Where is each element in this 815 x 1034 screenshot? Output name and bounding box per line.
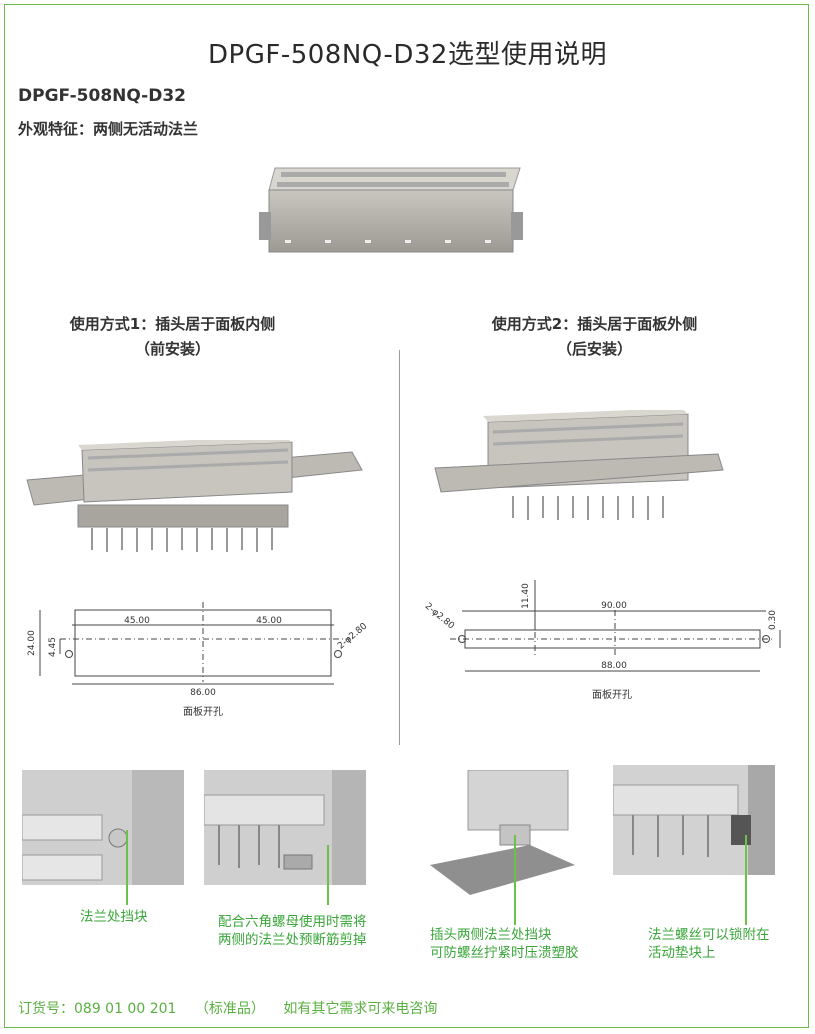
feature-text: 外观特征：两侧无活动法兰: [18, 120, 199, 138]
dim-top: 90.00: [601, 601, 627, 611]
connector-top-image: [259, 167, 523, 253]
arrow-3: [514, 835, 516, 925]
usage-2-label: 使用方式2：插头居于面板外侧 （后安装）: [491, 315, 698, 358]
model-number: DPGF-508NQ-D32: [18, 86, 186, 106]
dim-offset: 0.30: [768, 610, 778, 630]
standard-tag: （标准品）: [194, 1001, 265, 1017]
page-frame: [4, 4, 809, 1028]
front-mount-image: [26, 440, 363, 552]
page-title: DPGF-508NQ-D32选型使用说明: [208, 40, 607, 70]
photo-flange-stop: [22, 770, 184, 885]
caption-4: 法兰螺丝可以锁附在 活动垫块上: [648, 927, 770, 961]
dim-left: 45.00: [124, 616, 150, 626]
dim-hole: 2-φ2.80: [423, 601, 456, 631]
dim-total: 86.00: [190, 688, 216, 698]
contact-note: 如有其它需求可来电咨询: [283, 1001, 438, 1017]
usage-1-label: 使用方式1：插头居于面板内侧 （前安装）: [69, 315, 276, 358]
caption-2: 配合六角螺母使用时需将 两侧的法兰处预断筋剪掉: [218, 914, 367, 948]
footer: 订货号：089 01 00 201 （标准品） 如有其它需求可来电咨询: [18, 998, 451, 1018]
dim-bottom: 88.00: [601, 661, 627, 671]
caption-1: 法兰处挡块: [80, 909, 148, 925]
drawing-2-caption: 面板开孔: [592, 690, 632, 701]
drawing-1-caption: 面板开孔: [183, 707, 223, 718]
rear-mount-image: [434, 410, 724, 520]
photo-screw-pad: [613, 765, 775, 875]
arrow-4: [745, 835, 747, 925]
order-number: 订货号：089 01 00 201: [18, 1001, 177, 1017]
column-divider: [399, 350, 400, 745]
photo-flange-block: [430, 770, 575, 895]
caption-3: 插头两侧法兰处挡块 可防螺丝拧紧时压溃塑胶: [430, 927, 579, 961]
dim-right: 45.00: [256, 616, 282, 626]
dim-offset: 4.45: [48, 637, 58, 657]
dim-height: 24.00: [27, 630, 37, 656]
cutout-drawing-2: 90.00 88.00 11.40 0.30 2-φ2.80: [423, 580, 781, 672]
dim-hole: 2-φ2.80: [336, 621, 369, 651]
arrow-2: [327, 845, 329, 905]
arrow-1: [126, 830, 128, 905]
cutout-drawing-1: 45.00 45.00 86.00 24.00 4.45 2-φ2.80: [27, 602, 370, 698]
photo-hex-nut: [204, 770, 366, 885]
dim-height: 11.40: [521, 583, 531, 609]
